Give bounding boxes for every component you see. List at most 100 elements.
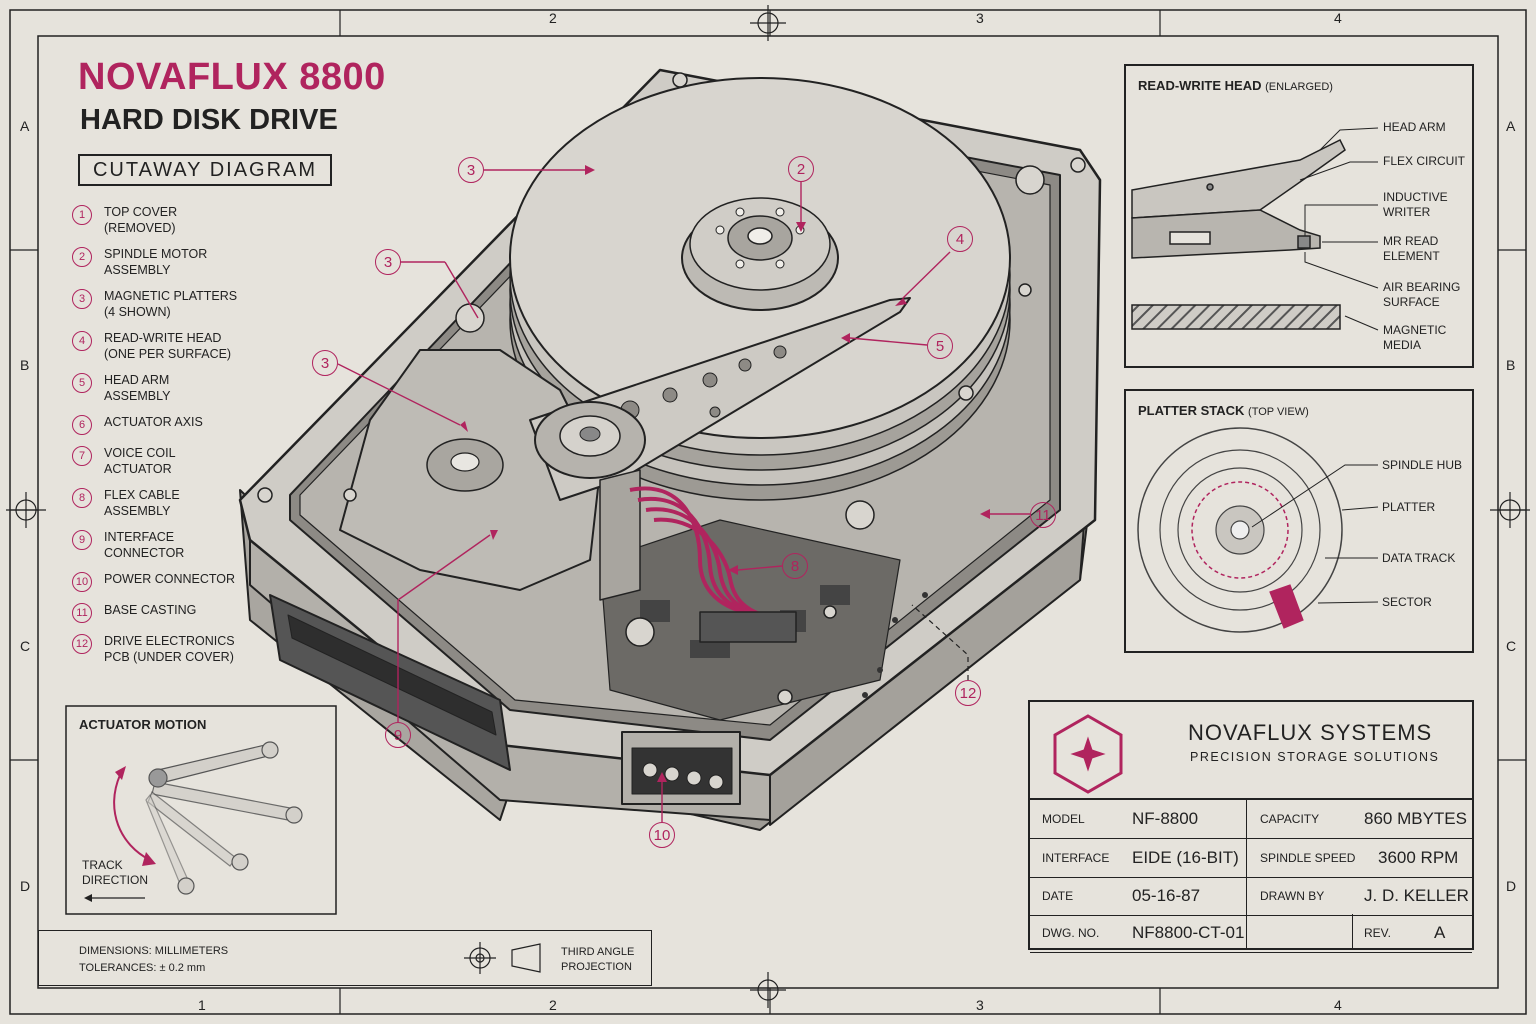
product-subtitle: HARD DISK DRIVE [80, 104, 338, 136]
callout-platters: 3 [458, 157, 484, 183]
title-block-row: DWG. NO. NF8800-CT-01 REV. A [1030, 914, 1472, 953]
callout-flex-cable: 8 [782, 553, 808, 579]
legend-number: 4 [72, 331, 92, 351]
actuator-panel-title: ACTUATOR MOTION [79, 717, 207, 732]
zone-row-label: D [1506, 878, 1517, 894]
field-key: REV. [1364, 926, 1391, 940]
platter-top-view [1137, 427, 1343, 633]
platter-panel-frame [1124, 389, 1474, 653]
legend-text: MAGNETIC PLATTERS (4 SHOWN) [104, 289, 238, 319]
legend-text: TOP COVER (REMOVED) [104, 205, 178, 235]
legend-text: POWER CONNECTOR [104, 572, 236, 586]
platter-panel-qualifier: (TOP VIEW) [1248, 406, 1309, 418]
label-sector: SECTOR [1382, 595, 1432, 609]
legend-number: 5 [72, 373, 92, 393]
legend-text: VOICE COIL ACTUATOR [104, 446, 176, 476]
company-name: NOVAFLUX SYSTEMS [1188, 720, 1433, 745]
field-value: J. D. KELLER [1364, 886, 1469, 905]
leader-arrowheads [460, 165, 990, 782]
legend-item: 5 HEAD ARM ASSEMBLY [72, 372, 272, 404]
title-block-divider [1246, 800, 1247, 914]
projection-symbol [464, 942, 541, 974]
legend-number: 7 [72, 446, 92, 466]
legend-text: INTERFACE CONNECTOR [104, 530, 185, 560]
platter-leaders [1251, 464, 1379, 604]
legend-text: BASE CASTING [104, 603, 197, 617]
callout-platters: 3 [312, 350, 338, 376]
actuator-panel-frame [65, 705, 337, 915]
legend-number: 2 [72, 247, 92, 267]
field-key: DRAWN BY [1260, 889, 1325, 903]
zone-col-label: 3 [976, 10, 984, 26]
legend-number: 12 [72, 634, 92, 654]
label-head-arm: HEAD ARM [1383, 120, 1446, 134]
zone-row-label: B [20, 357, 30, 373]
field-value: NF8800-CT-01 [1132, 923, 1245, 942]
head-panel-frame [1124, 64, 1474, 368]
title-block-divider [1352, 914, 1353, 950]
callout-base: 11 [1030, 502, 1056, 528]
zone-col-label: 3 [976, 997, 984, 1013]
dimensions-note: DIMENSIONS: MILLIMETERS [79, 945, 229, 957]
callout-platters: 3 [375, 249, 401, 275]
zone-row-label: C [1506, 638, 1517, 654]
callout-head-arm: 5 [927, 333, 953, 359]
motion-arc [113, 774, 151, 861]
head-panel-title: READ-WRITE HEAD (ENLARGED) [1138, 78, 1333, 93]
company-logo [1053, 714, 1123, 794]
callout-pcb: 12 [955, 680, 981, 706]
legend-number: 3 [72, 289, 92, 309]
legend-number: 9 [72, 530, 92, 550]
zone-row-label: A [20, 118, 30, 134]
product-title: NOVAFLUX 8800 [78, 56, 386, 98]
zone-row-label: A [1506, 118, 1516, 134]
platter-panel-title-text: PLATTER STACK [1138, 403, 1245, 418]
leader-lines [337, 169, 1030, 822]
callout-head: 4 [947, 226, 973, 252]
label-flex-circuit: FLEX CIRCUIT [1383, 154, 1466, 168]
zone-row-label: D [20, 878, 31, 894]
tolerances-note: TOLERANCES: ± 0.2 mm [79, 962, 206, 974]
field-key: DWG. NO. [1042, 926, 1100, 940]
label-magnetic-media: MAGNETIC MEDIA [1383, 323, 1447, 352]
callout-interface: 9 [385, 722, 411, 748]
field-value: 860 MBYTES [1364, 809, 1467, 828]
legend-item: 3 MAGNETIC PLATTERS (4 SHOWN) [72, 288, 272, 320]
legend-number: 1 [72, 205, 92, 225]
head-leaders [1299, 127, 1379, 331]
actuator-motion-drawing [145, 741, 303, 895]
zone-row-label: B [1506, 357, 1516, 373]
callout-spindle: 2 [788, 156, 814, 182]
zone-col-label: 4 [1334, 10, 1342, 26]
field-key: MODEL [1042, 812, 1085, 826]
platter-panel-title: PLATTER STACK (TOP VIEW) [1138, 403, 1309, 418]
company-tagline: PRECISION STORAGE SOLUTIONS [1190, 750, 1440, 764]
head-enlarged-drawing [1131, 138, 1346, 330]
legend-text: HEAD ARM ASSEMBLY [104, 373, 171, 403]
title-block-row: MODEL NF-8800 CAPACITY 860 MBYTES [1030, 800, 1472, 839]
field-key: DATE [1042, 889, 1074, 903]
label-inductive-writer: INDUCTIVE WRITER [1383, 190, 1448, 219]
legend-item: 1 TOP COVER (REMOVED) [72, 204, 272, 236]
field-value: NF-8800 [1132, 809, 1199, 828]
head-panel-qualifier: (ENLARGED) [1265, 81, 1333, 93]
label-air-bearing: AIR BEARING SURFACE [1383, 280, 1461, 309]
field-value: 3600 RPM [1378, 848, 1459, 867]
zone-col-label: 2 [549, 997, 557, 1013]
field-value: A [1434, 923, 1446, 942]
zone-col-label: 4 [1334, 997, 1342, 1013]
label-mr-read: MR READ ELEMENT [1383, 234, 1440, 263]
legend-number: 11 [72, 603, 92, 623]
zone-col-label: 1 [198, 997, 206, 1013]
label-platter: PLATTER [1382, 500, 1436, 514]
legend-text: ACTUATOR AXIS [104, 415, 203, 429]
field-value: 05-16-87 [1132, 886, 1201, 905]
field-key: INTERFACE [1042, 851, 1110, 865]
